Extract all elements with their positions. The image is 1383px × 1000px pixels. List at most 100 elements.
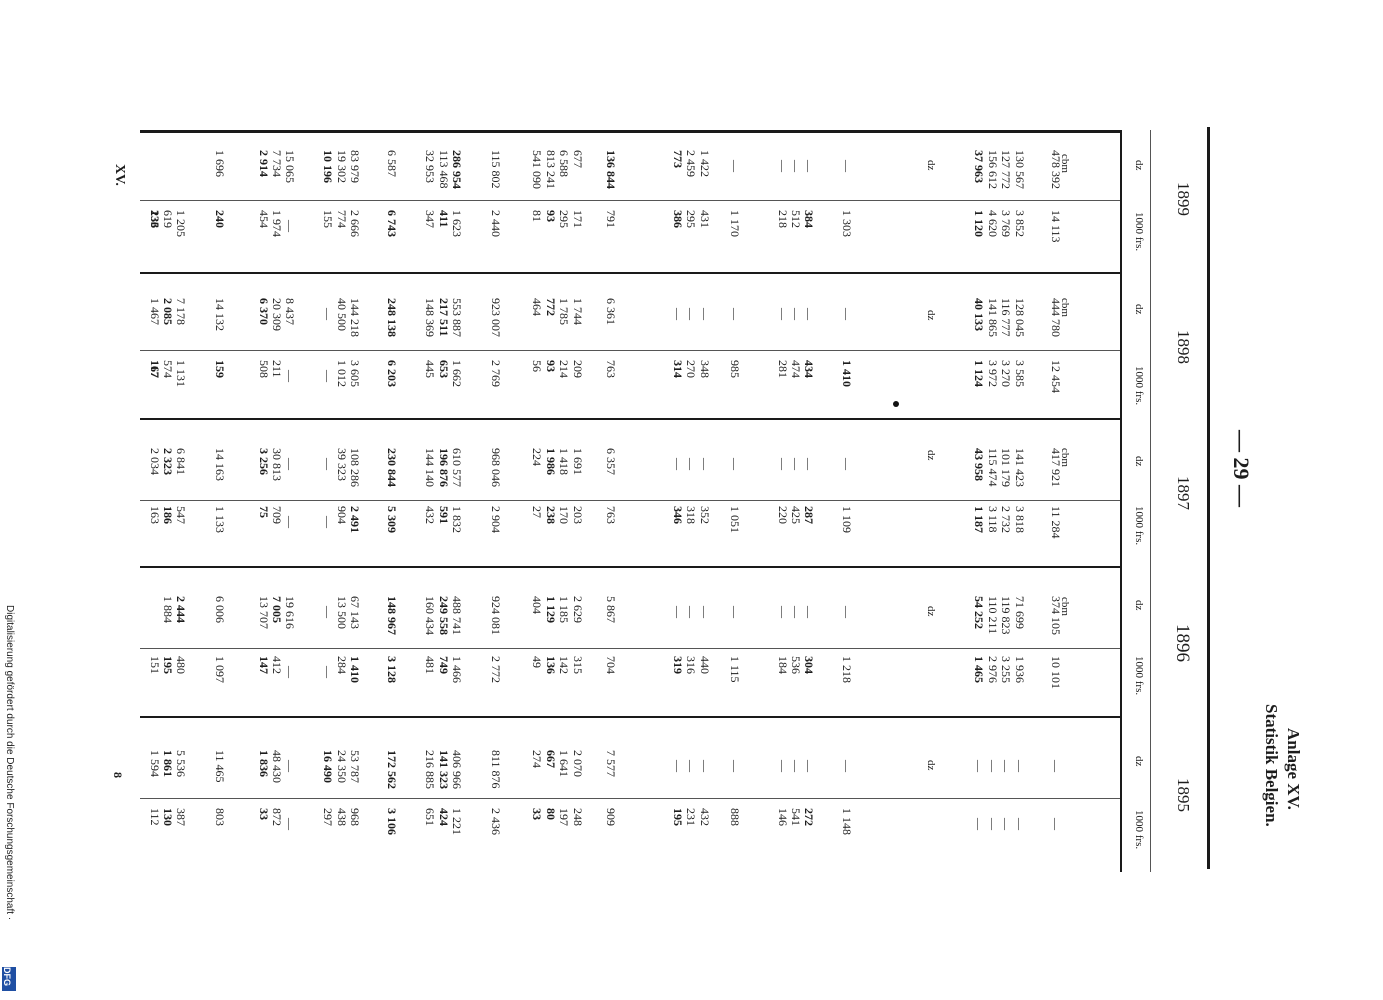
table-cell: 1 884 (161, 596, 175, 623)
table-cell: 6 588 (557, 150, 571, 177)
table-cell: 3 852 (1013, 210, 1027, 237)
table-cell: 184 (776, 656, 790, 674)
table-cell: 203 (571, 506, 585, 524)
table-cell: 1 465 (972, 656, 986, 683)
table-cell: 81 (530, 210, 544, 222)
table-cell: 1 594 (148, 750, 162, 777)
table-cell: 923 007 (489, 298, 503, 337)
table-cell: 186 (161, 506, 175, 524)
table-cell: 1 785 (557, 298, 571, 325)
table-cell: 8 437 (283, 298, 297, 325)
table-cell: 425 (789, 506, 803, 524)
table-cell: 319 (671, 656, 685, 674)
table-cell: 314 (671, 360, 685, 378)
page-number: — 29 — (1229, 430, 1254, 507)
ink-speck (893, 401, 899, 407)
header-bottom-rule (1120, 130, 1122, 872)
table-cell: 119 823 (999, 596, 1013, 635)
table-cell: — (840, 160, 854, 172)
table-cell: 1 832 (450, 506, 464, 533)
table-cell: 536 (789, 656, 803, 674)
table-cell: — (840, 760, 854, 772)
table-cell: — (698, 760, 712, 772)
unit-qty-header: dz (1133, 756, 1145, 767)
year-divider-1895 (140, 716, 1122, 718)
table-cell: 2 732 (999, 506, 1013, 533)
table-cell: 115 802 (489, 150, 503, 189)
table-cell: 214 (557, 360, 571, 378)
table-cell: — (840, 606, 854, 618)
table-cell: 11 284 (1049, 506, 1063, 539)
table-cell: 4 620 (986, 210, 1000, 237)
table-cell: — (684, 606, 698, 618)
table-cell: 1 836 (257, 750, 271, 777)
table-cell: — (972, 760, 986, 772)
table-cell: 541 (789, 808, 803, 826)
table-cell: 1 012 (335, 360, 349, 387)
table-cell: 1 185 (557, 596, 571, 623)
table-cell: 348 (698, 360, 712, 378)
table-cell: 2 070 (571, 750, 585, 777)
table-cell: 2 491 (348, 506, 362, 533)
table-cell: 574 (161, 360, 175, 378)
table-cell: 432 (423, 506, 437, 524)
year-header-1896: 1896 (1172, 624, 1193, 662)
table-cell: 7 178 (174, 298, 188, 325)
table-cell: 1 205 (174, 210, 188, 237)
table-cell: 27 (530, 506, 544, 518)
year-header-1895: 1895 (1174, 778, 1193, 812)
unit-qty-header: dz (1133, 600, 1145, 611)
digitization-credit: Digitalisierung gefördert durch die Deut… (4, 605, 15, 921)
table-cell: 653 (437, 360, 451, 378)
unit-value-header: 1000 frs. (1133, 366, 1145, 406)
table-cell: 2 666 (348, 210, 362, 237)
table-cell: — (1013, 760, 1027, 772)
table-cell: 1 097 (213, 656, 227, 683)
table-cell: 160 434 (423, 596, 437, 635)
table-cell: 384 (802, 210, 816, 228)
table-cell: 667 (544, 750, 558, 768)
table-cell: 811 876 (489, 750, 503, 789)
table-cell: 888 (728, 808, 742, 826)
table-cell: — (986, 818, 1000, 830)
table-cell: — (802, 760, 816, 772)
table-cell: — (1049, 818, 1063, 830)
table-cell: 127 772 (999, 150, 1013, 189)
table-cell: 93 (544, 360, 558, 372)
table-cell: 315 (571, 656, 585, 674)
table-cell: 773 (671, 150, 685, 168)
table-cell: 304 (802, 656, 816, 674)
table-cell: 2 459 (684, 150, 698, 177)
table-cell: 37 963 (972, 150, 986, 183)
table-cell: 3 270 (999, 360, 1013, 387)
table-cell: 240 (213, 210, 227, 228)
table-cell: 3 128 (385, 656, 399, 683)
table-cell: 508 (257, 360, 271, 378)
table-cell: 1 120 (972, 210, 986, 237)
table-cell: 1 986 (544, 448, 558, 475)
table-cell: 6 357 (604, 448, 618, 475)
table-cell: 374 105 (1049, 596, 1063, 635)
table-cell: 1 051 (728, 506, 742, 533)
dz-label: dz (925, 310, 937, 321)
table-cell: 80 (544, 808, 558, 820)
table-cell: — (802, 308, 816, 320)
table-cell: — (321, 666, 335, 678)
table-cell: 3 585 (1013, 360, 1027, 387)
table-cell: 1 218 (840, 656, 854, 683)
table-cell: 217 511 (437, 298, 451, 337)
table-cell: — (776, 606, 790, 618)
table-cell: 434 (802, 360, 816, 378)
col-rule (140, 500, 1120, 501)
table-cell: — (840, 458, 854, 470)
table-cell: 541 090 (530, 150, 544, 189)
unit-value-header: 1000 frs. (1133, 212, 1145, 252)
table-cell: 1 466 (450, 656, 464, 683)
table-cell: 2 444 (174, 596, 188, 623)
table-cell: 445 (423, 360, 437, 378)
table-cell: — (728, 760, 742, 772)
table-cell: — (776, 760, 790, 772)
table-cell: 284 (335, 656, 349, 674)
table-cell: 14 163 (213, 448, 227, 481)
table-cell: — (999, 818, 1013, 830)
